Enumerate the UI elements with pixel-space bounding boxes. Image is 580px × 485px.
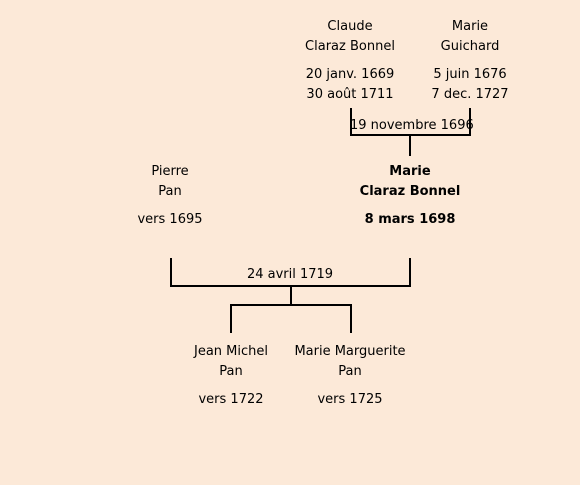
- death-date: 30 août 1711: [306, 87, 394, 102]
- birth-date: vers 1725: [317, 392, 383, 407]
- death-date: 7 dec. 1727: [431, 87, 509, 102]
- birth-date: vers 1722: [198, 392, 264, 407]
- surname: Claraz Bonnel: [305, 39, 395, 54]
- birth-date: 20 janv. 1669: [305, 67, 395, 82]
- person-pierre-pan: Pierre Pan vers 1695: [100, 162, 240, 230]
- given-name: Marie Marguerite: [294, 344, 406, 359]
- birth-date: vers 1695: [137, 212, 203, 227]
- given-name: Pierre: [151, 164, 189, 179]
- person-marie-guichard: Marie Guichard 5 juin 1676 7 dec. 1727: [400, 17, 540, 105]
- person-claude-claraz-bonnel: Claude Claraz Bonnel 20 janv. 1669 30 ao…: [280, 17, 420, 105]
- surname: Pan: [158, 184, 182, 199]
- surname: Guichard: [440, 39, 500, 54]
- parents-descent-line: [409, 136, 411, 156]
- parents-marriage-date: 19 novembre 1696: [350, 118, 474, 133]
- children-sibling-line: [230, 304, 352, 306]
- main-marriage-line: [170, 285, 411, 287]
- surname: Pan: [338, 364, 362, 379]
- surname: Claraz Bonnel: [359, 184, 461, 199]
- given-name: Jean Michel: [194, 344, 268, 359]
- person-marie-marguerite-pan: Marie Marguerite Pan vers 1725: [280, 342, 420, 410]
- birth-date: 8 mars 1698: [364, 212, 456, 227]
- given-name: Claude: [327, 19, 373, 34]
- given-name: Marie: [451, 19, 489, 34]
- husband-connector: [170, 258, 172, 287]
- children-descent-line: [290, 287, 292, 305]
- person-marie-claraz-bonnel: Marie Claraz Bonnel 8 mars 1698: [340, 162, 480, 230]
- main-marriage-date: 24 avril 1719: [246, 267, 334, 282]
- given-name: Marie: [389, 164, 431, 179]
- father-connector: [350, 108, 352, 136]
- birth-date: 5 juin 1676: [433, 67, 507, 82]
- mother-connector: [469, 108, 471, 136]
- wife-connector: [409, 258, 411, 287]
- child-1-connector: [230, 304, 232, 333]
- person-jean-michel-pan: Jean Michel Pan vers 1722: [161, 342, 301, 410]
- child-2-connector: [350, 304, 352, 333]
- parents-marriage-line: [350, 134, 471, 136]
- surname: Pan: [219, 364, 243, 379]
